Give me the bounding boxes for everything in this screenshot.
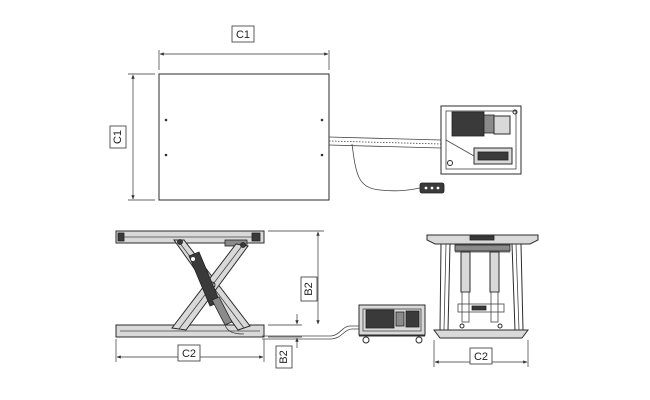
hydraulic-cylinder	[188, 251, 233, 326]
lift-height-label: B2	[303, 282, 315, 295]
platform-top-outline	[158, 73, 330, 201]
side-motor	[365, 309, 395, 329]
side-base-label: C2	[182, 348, 196, 360]
top-depth-label: C1	[112, 130, 124, 144]
top-view: C1 C1	[109, 25, 522, 201]
top-width-label: C1	[236, 29, 250, 41]
caster-wheel	[415, 336, 423, 344]
front-base	[433, 329, 529, 339]
side-hose	[262, 325, 360, 337]
front-cylinders	[457, 251, 505, 323]
pendant-cable	[351, 143, 421, 192]
pendant-controller	[419, 182, 445, 194]
side-view: B2 B2 C2	[115, 230, 426, 369]
front-frame	[439, 243, 524, 331]
motor-block	[451, 111, 485, 137]
front-base-label: C2	[474, 351, 488, 363]
caster-wheel	[362, 336, 370, 344]
front-view: C2	[426, 234, 539, 367]
power-unit-top	[440, 105, 522, 175]
lowered-height-label: B2	[278, 350, 290, 363]
mounting-holes	[164, 118, 324, 157]
power-unit-side	[358, 304, 426, 344]
